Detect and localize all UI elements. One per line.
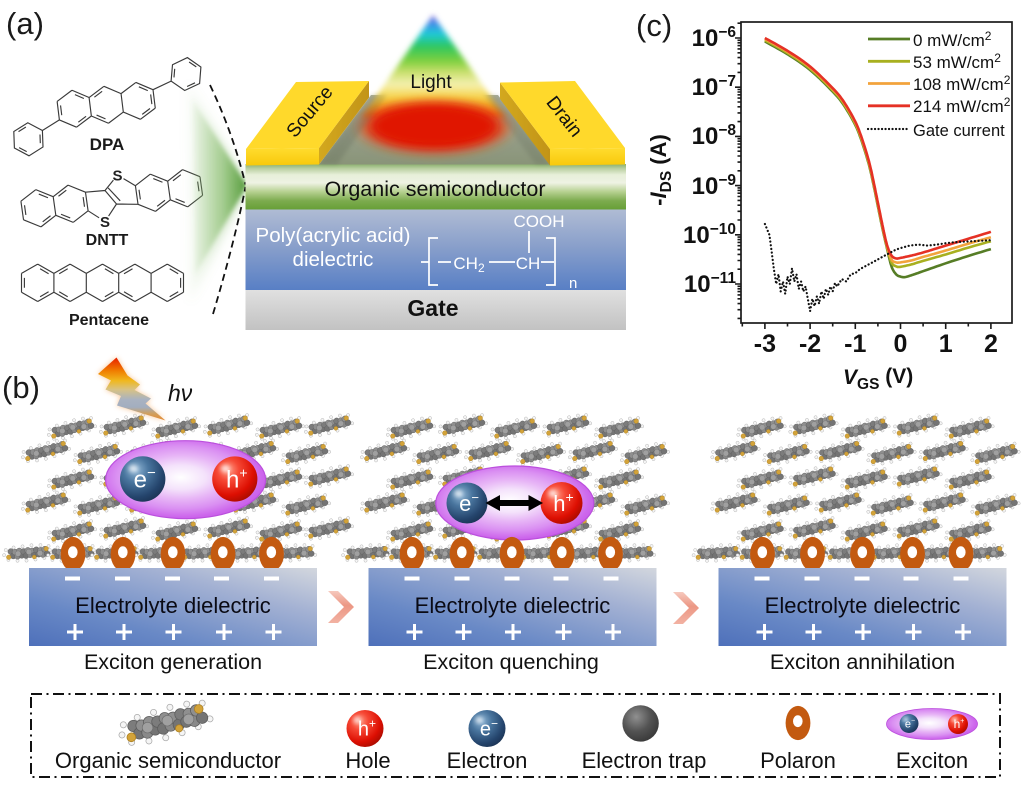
svg-text:Electrolyte dielectric: Electrolyte dielectric — [765, 593, 961, 618]
svg-text:Electrolyte dielectric: Electrolyte dielectric — [415, 593, 611, 618]
svg-text:10−7: 10−7 — [692, 73, 736, 101]
svg-text:h+: h+ — [954, 717, 965, 731]
svg-text:S: S — [100, 214, 110, 231]
svg-text:n: n — [569, 275, 577, 292]
svg-text:e−: e− — [905, 718, 915, 731]
svg-text:-IDS (A): -IDS (A) — [646, 134, 675, 206]
svg-text:-2: -2 — [799, 330, 821, 358]
svg-text:CH: CH — [516, 254, 541, 273]
svg-text:VGS (V): VGS (V) — [843, 365, 913, 393]
svg-text:Electrolyte dielectric: Electrolyte dielectric — [75, 593, 271, 618]
svg-text:53 mW/cm2: 53 mW/cm2 — [913, 51, 1001, 72]
svg-text:CH2: CH2 — [453, 254, 485, 275]
svg-text:Polaron: Polaron — [760, 748, 836, 773]
svg-text:Pentacene: Pentacene — [69, 312, 149, 329]
svg-text:0: 0 — [894, 330, 908, 358]
svg-text:(c): (c) — [636, 8, 672, 43]
svg-text:dielectric: dielectric — [293, 248, 374, 271]
svg-text:Hole: Hole — [345, 748, 390, 773]
svg-text:DNTT: DNTT — [86, 232, 129, 249]
svg-text:108 mW/cm2: 108 mW/cm2 — [913, 73, 1011, 94]
svg-text:Electron trap: Electron trap — [582, 748, 707, 773]
svg-text:Gate: Gate — [407, 295, 458, 321]
svg-text:-1: -1 — [844, 330, 866, 358]
svg-text:(b): (b) — [2, 370, 40, 405]
svg-text:0 mW/cm2: 0 mW/cm2 — [913, 29, 992, 50]
svg-text:10−9: 10−9 — [692, 172, 737, 200]
svg-text:DPA: DPA — [90, 135, 125, 154]
svg-text:Organic semiconductor: Organic semiconductor — [55, 748, 281, 773]
svg-text:Exciton quenching: Exciton quenching — [423, 650, 599, 674]
svg-text:Light: Light — [410, 72, 452, 93]
svg-text:2: 2 — [984, 330, 998, 358]
svg-text:Electron: Electron — [447, 748, 528, 773]
svg-text:10−8: 10−8 — [692, 122, 737, 150]
svg-text:214 mW/cm2: 214 mW/cm2 — [913, 95, 1011, 116]
svg-text:Exciton: Exciton — [896, 748, 968, 773]
svg-text:Poly(acrylic acid): Poly(acrylic acid) — [256, 224, 411, 247]
svg-text:S: S — [112, 168, 122, 185]
svg-text:(a): (a) — [6, 6, 44, 41]
svg-text:Gate current: Gate current — [913, 122, 1005, 140]
svg-text:COOH: COOH — [514, 212, 565, 231]
svg-text:Exciton generation: Exciton generation — [84, 650, 262, 674]
svg-text:Exciton annihilation: Exciton annihilation — [770, 650, 955, 674]
svg-text:hν: hν — [168, 380, 193, 406]
svg-text:10−11: 10−11 — [684, 270, 737, 298]
svg-text:1: 1 — [939, 330, 953, 358]
svg-text:10−6: 10−6 — [692, 24, 737, 52]
svg-text:10−10: 10−10 — [683, 221, 736, 249]
svg-text:Organic semiconductor: Organic semiconductor — [324, 177, 545, 201]
svg-text:-3: -3 — [754, 330, 776, 358]
